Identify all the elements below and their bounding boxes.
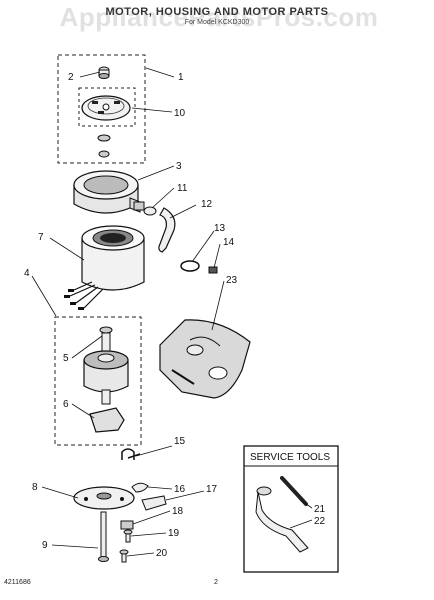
part-17-cover <box>141 495 167 511</box>
part-3-upper-housing <box>73 170 145 214</box>
part-11-clamp <box>143 206 157 216</box>
callout-15: 15 <box>174 436 186 447</box>
callout-7: 7 <box>38 232 44 243</box>
part-22-drain-hose <box>255 486 309 553</box>
service-tools-title: SERVICE TOOLS <box>250 452 330 463</box>
part-10-plate <box>81 95 131 121</box>
callout-8: 8 <box>32 482 38 493</box>
callout-22: 22 <box>314 516 326 527</box>
part-23-shield <box>159 319 251 399</box>
part-13-clamp <box>180 260 200 272</box>
page-subtitle: For Model KCKD300 <box>184 19 250 26</box>
callout-3: 3 <box>176 161 182 172</box>
part-18-pad <box>120 520 134 530</box>
callout-20: 20 <box>156 548 168 559</box>
callout-13: 13 <box>214 223 226 234</box>
watermark: AppliancePartsPros.com <box>59 2 379 32</box>
callout-17: 17 <box>206 484 218 495</box>
callout-9: 9 <box>42 540 48 551</box>
callout-12: 12 <box>201 199 213 210</box>
callout-4: 4 <box>24 268 30 279</box>
part-15-clip <box>121 448 141 460</box>
part-9-bolt <box>98 511 109 562</box>
footer-page-number: 2 <box>214 579 218 586</box>
callout-5: 5 <box>63 353 69 364</box>
callout-21: 21 <box>314 504 326 515</box>
part-2-screw <box>98 66 110 79</box>
part-5-rotor <box>83 326 129 405</box>
callout-10: 10 <box>174 108 186 119</box>
callout-14: 14 <box>223 237 235 248</box>
part-6-switch <box>89 407 125 433</box>
part-20-screw <box>119 549 129 563</box>
group-4-box <box>54 316 142 446</box>
service-tools-box <box>243 445 339 573</box>
part-21-wrench <box>280 476 308 506</box>
leader-lines <box>31 67 313 557</box>
part-14-nut <box>208 266 218 274</box>
callout-6: 6 <box>63 399 69 410</box>
footer-part-number: 4211686 <box>4 579 31 586</box>
part-16-lead <box>131 482 149 493</box>
header: MOTOR, HOUSING AND MOTOR PARTS For Model… <box>0 6 434 26</box>
page-title: MOTOR, HOUSING AND MOTOR PARTS <box>105 6 329 18</box>
part-washers-top <box>97 134 111 158</box>
callout-11: 11 <box>177 183 188 194</box>
part-19-screw <box>123 529 133 543</box>
group-10-box <box>78 87 136 127</box>
callout-2: 2 <box>68 72 74 83</box>
callout-18: 18 <box>172 506 184 517</box>
callout-23: 23 <box>226 275 238 286</box>
callout-16: 16 <box>174 484 186 495</box>
part-8-end-plate <box>73 486 135 510</box>
callout-19: 19 <box>168 528 180 539</box>
callout-1: 1 <box>178 72 184 83</box>
part-7-stator <box>64 225 145 310</box>
part-12-hose <box>158 207 176 253</box>
